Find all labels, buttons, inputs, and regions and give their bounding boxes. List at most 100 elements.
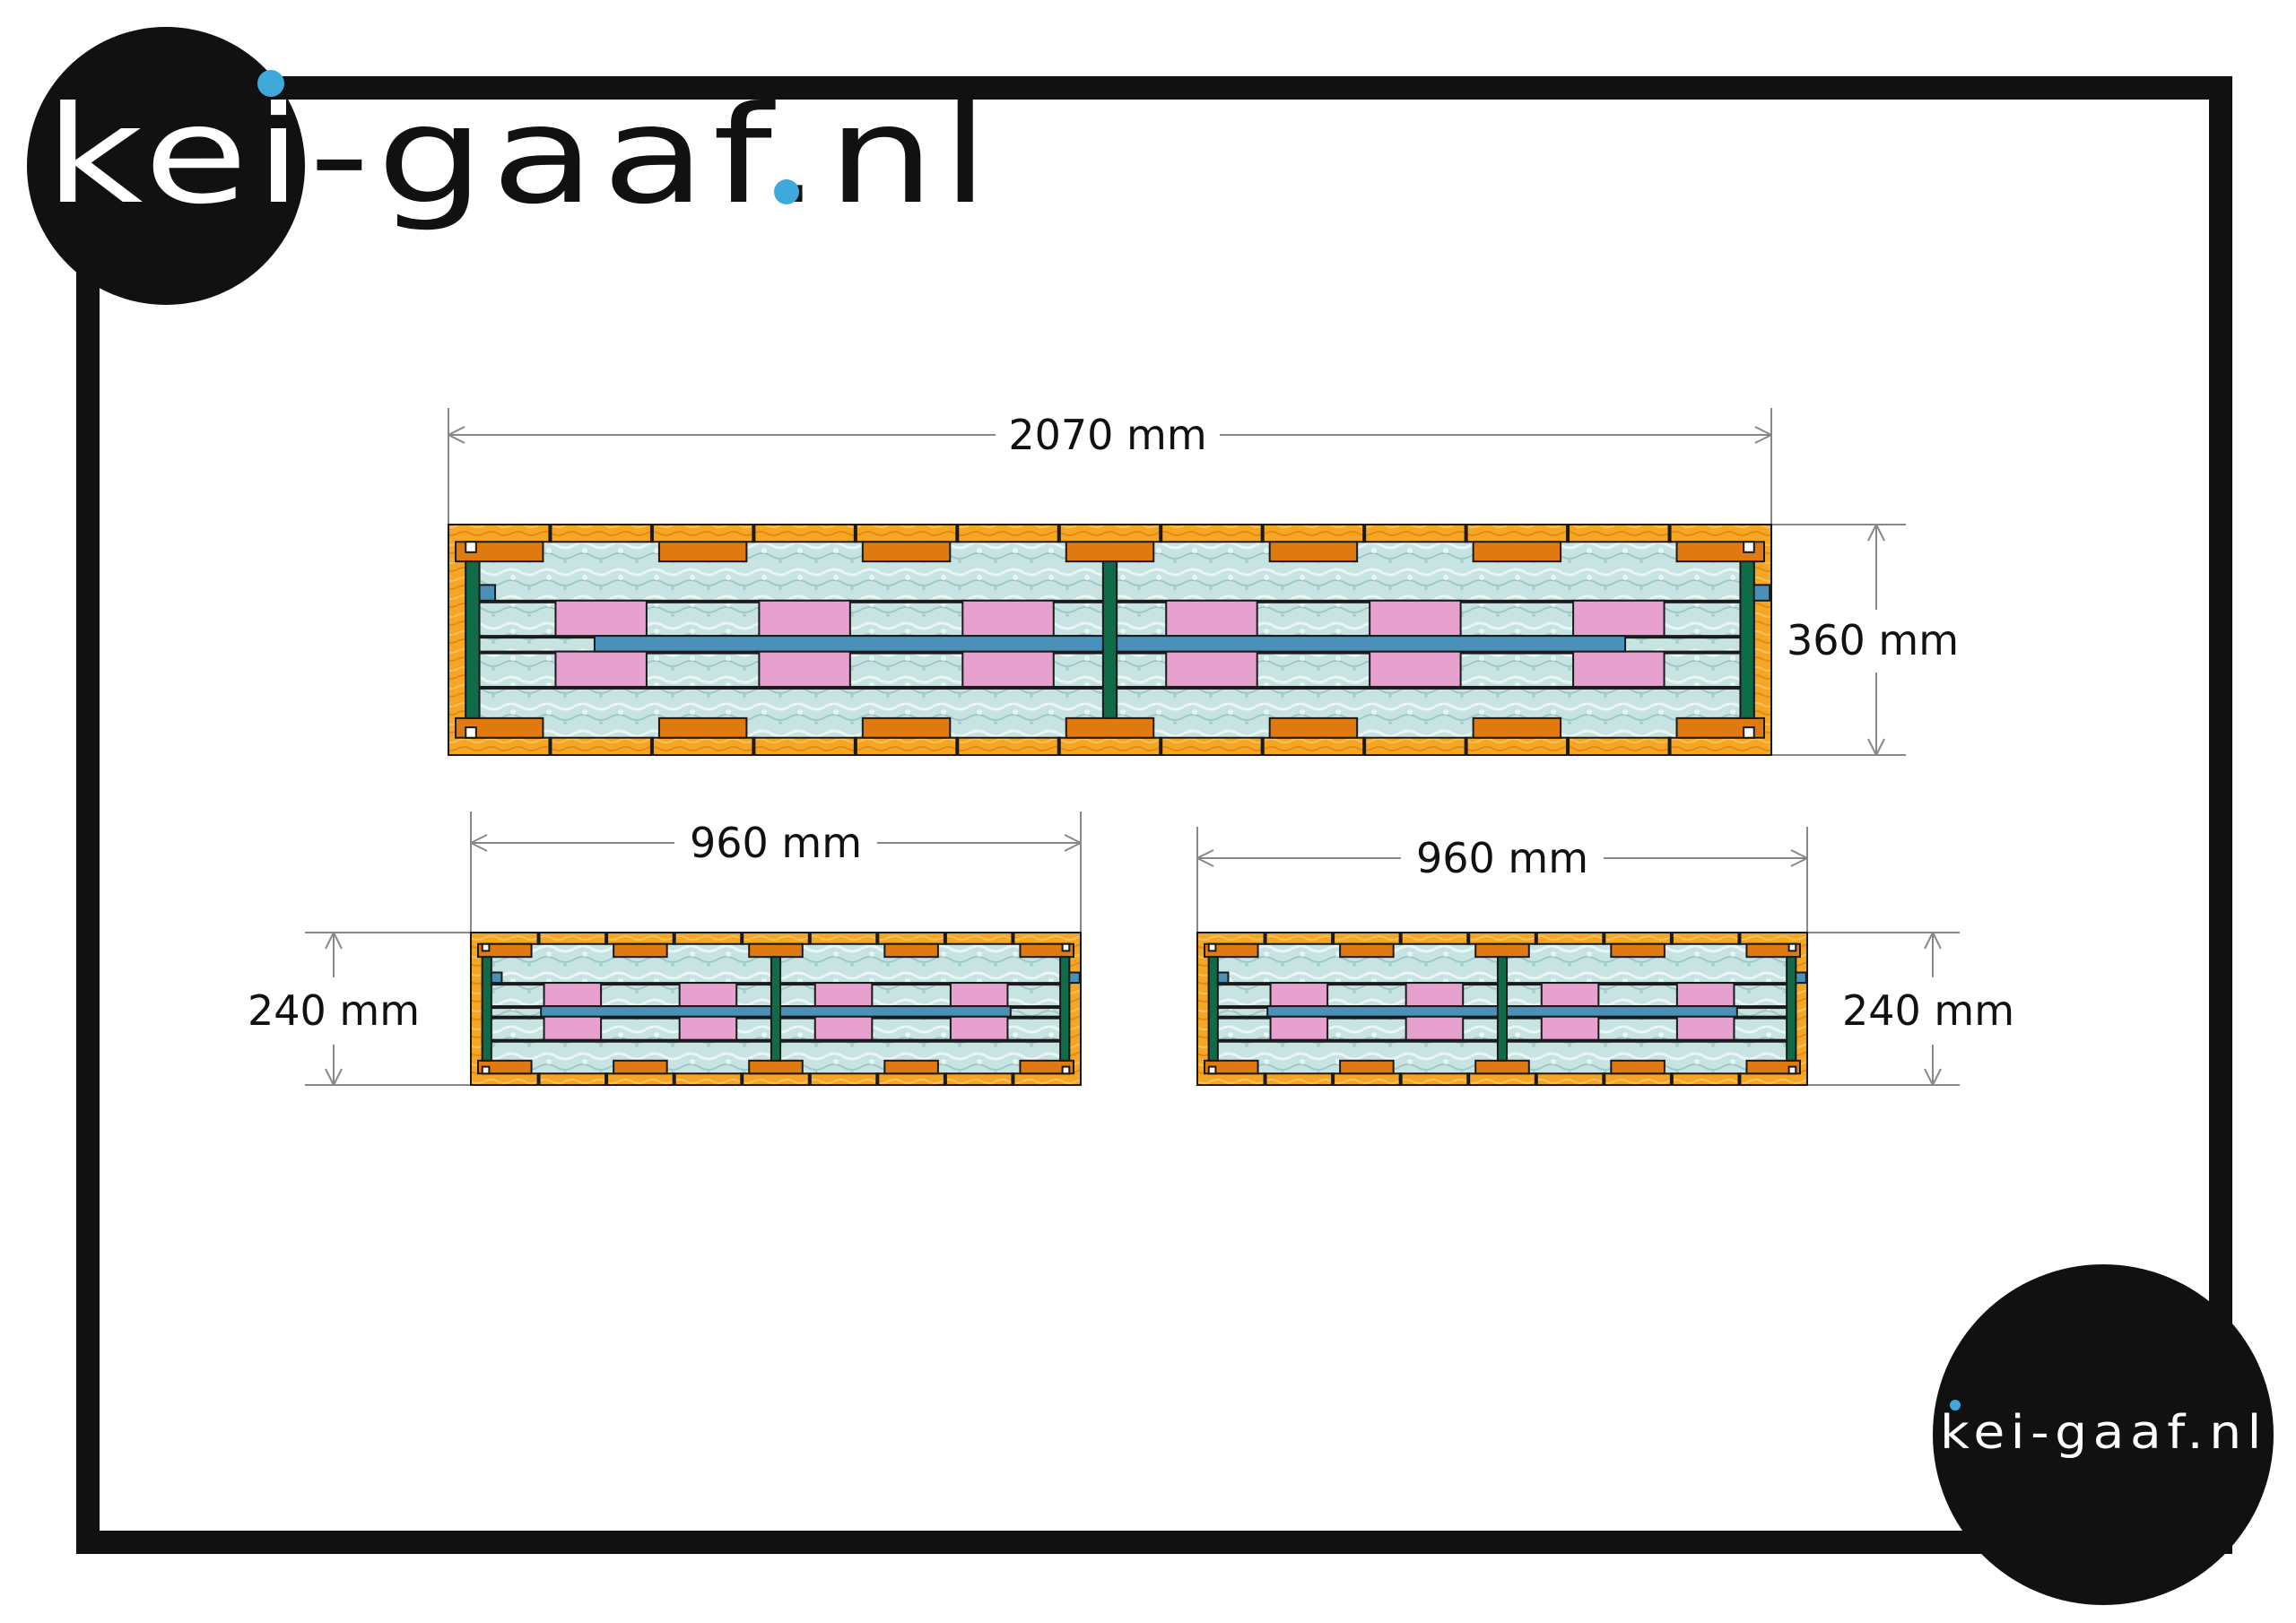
logo-top-text-overlay: kei-gaaf.nl [45,78,996,234]
amber-block [1019,1059,1075,1075]
amber-block [613,942,668,959]
dim-arrow [325,932,343,1086]
pink-pane [1540,1015,1600,1041]
dim-arrow [448,426,1772,444]
lead-line [1011,1072,1015,1086]
logo-top-text: kei-gaaf.nl [45,78,996,234]
pink-pane [1369,599,1462,638]
lead-line [1737,1072,1742,1086]
dim-arrow [1924,932,1942,1086]
green-bar [1786,956,1797,1062]
lead-line [1534,932,1538,945]
pink-pane [961,650,1055,688]
dimensions: 2070 mm 360 mm 960 mm 240 mm 960 mm [248,408,2014,1086]
amber-block [477,942,533,959]
lead-line [1466,1072,1471,1086]
logo-top-circle [27,27,305,305]
corner-square [1207,1065,1217,1075]
amber-block [748,1059,804,1075]
dim-arrow [1867,524,1885,756]
pink-pane [1269,1015,1329,1041]
green-bar [770,956,782,1062]
corner-square [1061,942,1071,952]
pink-pane [1165,650,1258,688]
corner-square [1787,1065,1797,1075]
pink-pane [1572,599,1665,638]
lead-line [1057,736,1061,756]
lead-line [1737,932,1742,945]
logo-bottom-circle [1933,1264,2274,1605]
pink-pane [678,1015,738,1041]
dim-arrow [1196,849,1808,867]
pink-pane [1675,1015,1735,1041]
corner-square [1743,726,1755,739]
amber-block [1610,942,1665,959]
corner-square [1787,942,1797,952]
small-right-height-label: 240 mm [1842,986,2014,1035]
lead-line [1566,524,1570,543]
blue-square [1795,971,1807,985]
amber-block [1065,716,1155,739]
amber-block [657,716,748,739]
lead-line [604,1072,609,1086]
amber-block [613,1059,668,1075]
green-bar [481,956,492,1062]
lead-line [548,736,552,756]
dim-arrow [470,834,1082,852]
lead-line [649,736,654,756]
pink-pane [949,982,1009,1008]
amber-block [1610,1059,1665,1075]
page-frame [76,76,2232,1554]
corner-square [481,1065,491,1075]
lead-line [1602,932,1606,945]
corner-square [1061,1065,1071,1075]
amber-block [455,541,544,563]
lead-line [1466,932,1471,945]
stained-glass-panel-small-right [1196,932,1808,1086]
blue-square [1752,584,1771,602]
blue-square [1068,971,1081,985]
logo-bottom-text: kei-gaaf.nl [1940,1406,2267,1460]
lead-line [672,932,676,945]
lead-line [955,524,960,543]
lead-line [740,932,744,945]
large-height-label: 360 mm [1787,616,1959,664]
pink-pane [758,650,851,688]
amber-block [1268,541,1359,563]
amber-block [1745,942,1802,959]
lead-line [1263,932,1267,945]
lead-line [1464,736,1468,756]
lead-line [1398,1072,1403,1086]
lead-line [1331,932,1335,945]
lead-line [875,1072,880,1086]
pink-pane [813,1015,874,1041]
logo-top-accent-dot [257,70,284,97]
lead-line [1464,524,1468,543]
lead-line [1362,524,1367,543]
amber-block [1019,942,1075,959]
pink-pane [678,982,738,1008]
lead-line [1669,932,1674,945]
lead-line [752,736,756,756]
stained-glass-panel-small-left [470,932,1082,1086]
pink-pane [961,599,1055,638]
logo-bottom: kei-gaaf.nl [1933,1264,2274,1605]
blue-square [1216,971,1230,985]
lead-line [1260,736,1265,756]
lead-line [1566,736,1570,756]
amber-block [1675,541,1765,563]
blue-square [490,971,503,985]
pink-pane [1572,650,1665,688]
lead-line [548,524,552,543]
small-right-width-label: 960 mm [1416,834,1588,882]
pink-pane [1405,1015,1465,1041]
small-left-width-label: 960 mm [690,819,862,867]
amber-block [477,1059,533,1075]
pink-pane [554,599,648,638]
lead-line [807,932,812,945]
lead-line [943,1072,947,1086]
lead-line [1667,524,1672,543]
lead-line [1260,524,1265,543]
lead-line [1669,1072,1674,1086]
